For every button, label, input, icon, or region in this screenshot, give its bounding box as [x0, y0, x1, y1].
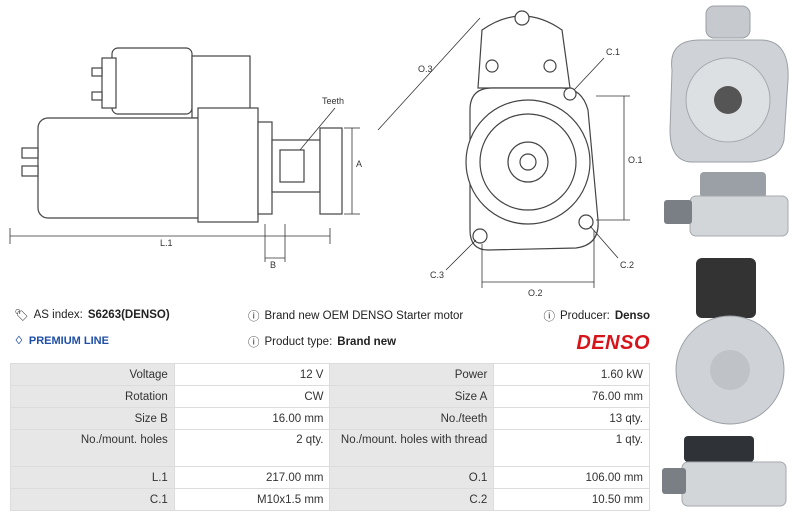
- producer-label: Producer:: [559, 310, 610, 322]
- info-icon: ⓘ: [543, 311, 555, 323]
- info-icon: ⓘ: [248, 337, 260, 349]
- product-type-value: Brand new: [337, 336, 397, 348]
- technical-drawing: Teeth A B L.1 O.3 O.1 O.2 C.1 C.2 C.3: [9, 10, 643, 298]
- spec-key: Power: [329, 363, 495, 386]
- spec-value: 13 qty.: [493, 407, 650, 430]
- spec-key: C.2: [329, 488, 495, 511]
- spec-value: 217.00 mm: [173, 466, 331, 489]
- photo-side-view-2: [662, 436, 787, 507]
- dim-o2-label: O.2: [528, 288, 543, 298]
- dim-b-label: B: [270, 260, 276, 270]
- spec-value: M10x1.5 mm: [173, 488, 331, 511]
- spec-key: Rotation: [10, 385, 175, 408]
- info-icon: ⓘ: [248, 311, 260, 323]
- dim-c1-label: C.1: [606, 47, 620, 57]
- dim-a-label: A: [356, 159, 362, 169]
- spec-value: 76.00 mm: [493, 385, 650, 408]
- spec-value: 2 qty.: [173, 429, 331, 467]
- premium-label: PREMIUM LINE: [28, 334, 109, 347]
- product-info: 🏷︎ AS index: S6263(DENSO) ♢ PREMIUM LINE…: [12, 308, 652, 358]
- dim-c3-label: C.3: [430, 270, 444, 280]
- as-index: 🏷︎ AS index: S6263(DENSO): [14, 308, 170, 322]
- teeth-label: Teeth: [322, 96, 344, 106]
- spec-value: 106.00 mm: [493, 466, 650, 489]
- solenoid-shape: [111, 47, 193, 115]
- spec-value: 12 V: [173, 363, 331, 386]
- dim-c2-label: C.2: [620, 260, 634, 270]
- product-type-label: Product type:: [264, 336, 333, 348]
- brand-logo: DENSO: [576, 332, 650, 354]
- photo-front-view: [669, 5, 789, 163]
- photo-rear-view: [675, 258, 785, 425]
- dim-l1-label: L.1: [160, 238, 173, 248]
- motor-body-shape: [37, 117, 209, 219]
- spec-value: 1 qty.: [493, 429, 650, 467]
- tag-icon: 🏷︎: [14, 310, 29, 322]
- spec-key: O.1: [329, 466, 495, 489]
- dim-o3-label: O.3: [418, 64, 433, 74]
- premium-line: ♢ PREMIUM LINE: [14, 334, 109, 348]
- producer: ⓘ Producer: Denso: [543, 308, 650, 324]
- spec-key: Voltage: [10, 363, 175, 386]
- spec-value: 10.50 mm: [493, 488, 650, 511]
- photo-side-view-1: [664, 172, 789, 237]
- spec-key: C.1: [10, 488, 175, 511]
- description-text: Brand new OEM DENSO Starter motor: [264, 310, 464, 322]
- spec-key: No./teeth: [329, 407, 495, 430]
- spec-value: 1.60 kW: [493, 363, 650, 386]
- diamond-icon: ♢: [14, 335, 24, 347]
- product-photos: [662, 5, 789, 507]
- spec-key: Size A: [329, 385, 495, 408]
- product-type: ⓘ Product type: Brand new: [248, 334, 396, 350]
- description: ⓘ Brand new OEM DENSO Starter motor: [248, 308, 463, 324]
- spec-key: L.1: [10, 466, 175, 489]
- spec-value: CW: [173, 385, 331, 408]
- producer-value: Denso: [614, 310, 650, 322]
- dim-o1-label: O.1: [628, 155, 643, 165]
- spec-key: No./mount. holes: [10, 429, 175, 467]
- spec-key: Size B: [10, 407, 175, 430]
- spec-value: 16.00 mm: [173, 407, 331, 430]
- front-flange-top: [477, 15, 571, 89]
- as-index-label: AS index:: [33, 309, 83, 321]
- spec-key: No./mount. holes with thread: [329, 429, 495, 467]
- as-index-value: S6263(DENSO): [87, 309, 170, 321]
